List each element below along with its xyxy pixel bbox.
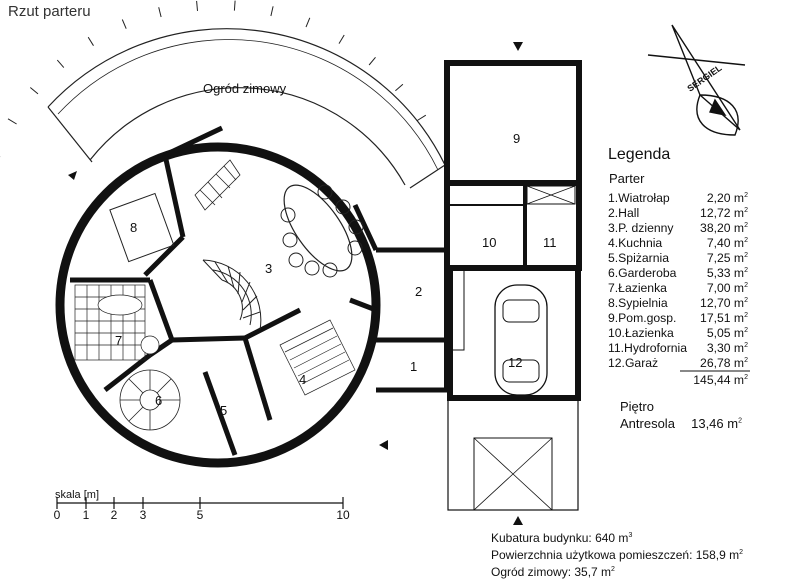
garden-mullion (395, 83, 404, 92)
room-12-label: 12 (508, 355, 522, 370)
legend-room-area: 12,72 m2 (700, 206, 748, 220)
legend-row: 4.Kuchnia 7,40 m2 (608, 236, 748, 251)
legend-row: 1.Wiatrołap 2,20 m2 (608, 191, 748, 206)
garden-mullion (305, 17, 311, 28)
garden-mullion (338, 34, 345, 44)
scale-bar (56, 497, 344, 509)
legend-room-area: 7,00 m2 (706, 281, 748, 295)
legend-room-name: 4.Kuchnia (608, 236, 663, 250)
garden-mullion (233, 0, 236, 11)
legend-row: 6.Garderoba 5,33 m2 (608, 266, 748, 281)
room-10-label: 10 (482, 235, 496, 250)
garden-mullion (417, 114, 427, 121)
legend-row: 11.Hydrofornia 3,30 m2 (608, 341, 748, 356)
legend-room-area: 5,33 m2 (706, 266, 748, 280)
room-8-label: 8 (130, 220, 137, 235)
annex-building (376, 60, 582, 511)
round-house (55, 125, 381, 468)
scale-tick-label: 10 (336, 508, 350, 522)
legend-room-area: 7,40 m2 (706, 236, 748, 250)
legend-room-area: 2,20 m2 (706, 191, 748, 205)
garden-mullion (7, 118, 17, 125)
legend-row: 9.Pom.gosp. 17,51 m2 (608, 311, 748, 326)
garden-mullion (368, 56, 376, 66)
garden-mullion (270, 6, 274, 17)
upper-floor-name: Antresola (620, 416, 675, 431)
legend-title: Legenda (608, 146, 671, 163)
room-4-label: 4 (299, 372, 306, 387)
legend-room-name: 3.P. dzienny (608, 221, 674, 235)
room-9-label: 9 (513, 131, 520, 146)
room-7-label: 7 (115, 333, 122, 348)
winter-garden (47, 28, 446, 189)
compass-label: SERGIEL (685, 62, 724, 93)
legend-room-name: 5.Spiżarnia (608, 251, 669, 265)
room-3-label: 3 (265, 261, 272, 276)
legend-row: 3.P. dzienny 38,20 m2 (608, 221, 748, 236)
legend-room-name: 6.Garderoba (608, 266, 677, 280)
legend-room-name: 7.Łazienka (608, 281, 667, 295)
scale-tick-label: 5 (196, 508, 204, 522)
room-6-label: 6 (155, 393, 162, 408)
legend-row: 5.Spiżarnia 7,25 m2 (608, 251, 748, 266)
direction-arrows (68, 42, 523, 525)
legend-room-name: 2.Hall (608, 206, 640, 220)
legend-room-area: 12,70 m2 (700, 296, 748, 310)
stat-line: Kubatura budynku: 640 m3 (491, 531, 633, 545)
room-5-label: 5 (220, 403, 227, 418)
scale-tick-label: 0 (53, 508, 61, 522)
legend-section: Parter (609, 171, 645, 186)
garden-mullion (87, 36, 94, 46)
garden-mullion (158, 7, 162, 18)
legend-row: 12.Garaż 26,78 m2 (608, 356, 748, 371)
legend-room-area: 26,78 m2 (700, 356, 748, 370)
compass-rose: SERGIEL (647, 24, 746, 136)
upper-floor-area: 13,46 m (691, 416, 739, 431)
legend-room-name: 8.Sypielnia (608, 296, 668, 310)
legend-room-name: 1.Wiatrołap (608, 191, 670, 205)
legend-row: 7.Łazienka 7,00 m2 (608, 281, 748, 296)
winter-garden-label: Ogród zimowy (203, 81, 287, 96)
room-11-label: 11 (543, 235, 557, 250)
legend-room-area: 38,20 m2 (700, 221, 748, 235)
page-title: Rzut parteru (8, 3, 91, 20)
total-rule (680, 370, 750, 372)
scale-tick-label: 2 (110, 508, 118, 522)
upper-floor-row: Antresola 13,46 m2 (620, 416, 742, 431)
room-1-label: 1 (410, 359, 417, 374)
legend-room-area: 7,25 m2 (706, 251, 748, 265)
legend-row: 8.Sypielnia 12,70 m2 (608, 296, 748, 311)
legend-room-name: 9.Pom.gosp. (608, 311, 677, 325)
scale-title: skala [m] (55, 489, 100, 501)
upper-floor-title: Piętro (620, 399, 654, 414)
garden-mullion (196, 0, 198, 11)
stat-line: Ogród zimowy: 35,7 m2 (491, 565, 615, 579)
stat-line: Powierzchnia użytkowa pomieszczeń: 158,9… (491, 548, 744, 562)
legend-room-name: 11.Hydrofornia (608, 341, 688, 355)
legend-room-name: 12.Garaż (608, 356, 659, 370)
legend-total: 145,44 m2 (693, 373, 748, 387)
room-2-label: 2 (415, 284, 422, 299)
legend-room-area: 3,30 m2 (706, 341, 748, 355)
scale-tick-label: 3 (139, 508, 147, 522)
legend-row: 2.Hall 12,72 m2 (608, 206, 748, 221)
legend-room-area: 5,05 m2 (706, 326, 748, 340)
legend-room-area: 17,51 m2 (700, 311, 748, 325)
garden-mullion (29, 87, 39, 95)
garden-mullion (121, 19, 127, 29)
garden-mullion (56, 59, 65, 68)
legend-room-name: 10.Łazienka (608, 326, 674, 340)
garden-mullions (0, 0, 427, 158)
scale-tick-label: 1 (82, 508, 90, 522)
legend-row: 10.Łazienka 5,05 m2 (608, 326, 748, 341)
